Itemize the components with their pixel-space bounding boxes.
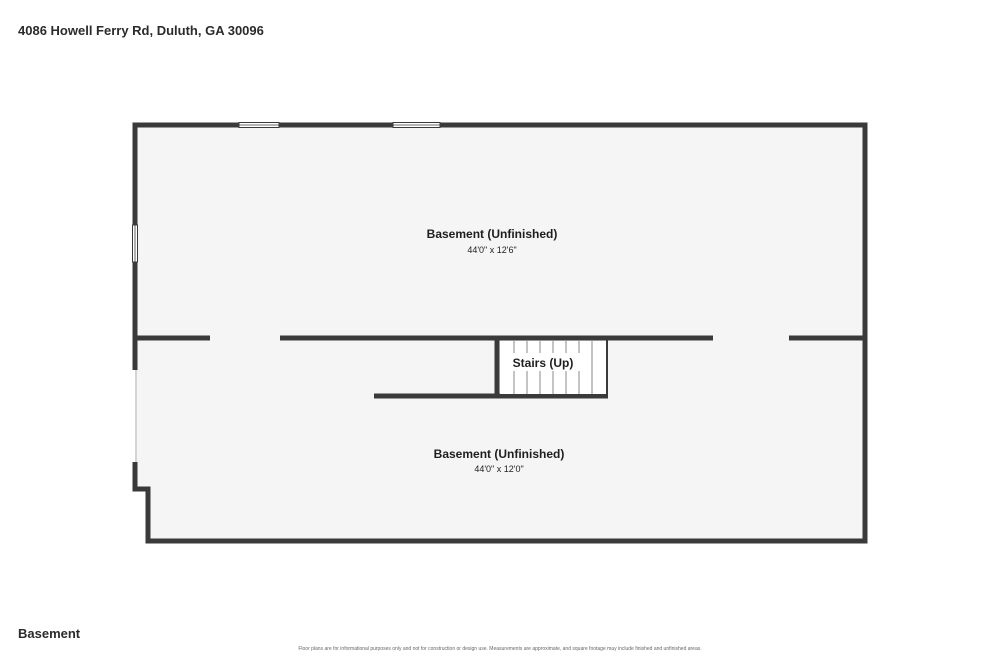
room-dimensions-upper: 44'0" x 12'6" [467,245,516,255]
window-top-right [392,122,441,128]
floor-name: Basement [18,626,81,641]
floor-area [135,125,865,541]
interior-walls [135,335,865,399]
property-address: 4086 Howell Ferry Rd, Duluth, GA 30096 [18,23,264,38]
room-dimensions-lower: 44'0" x 12'0" [474,464,523,474]
stairs-label: Stairs (Up) [513,356,574,370]
room-label-lower: Basement (Unfinished) [434,447,565,461]
window-left-upper [132,224,138,263]
room-label-upper: Basement (Unfinished) [427,227,558,241]
window-top-left [238,122,280,128]
stairs-label-bg [506,353,580,371]
disclaimer: Floor plans are for informational purpos… [298,646,702,652]
